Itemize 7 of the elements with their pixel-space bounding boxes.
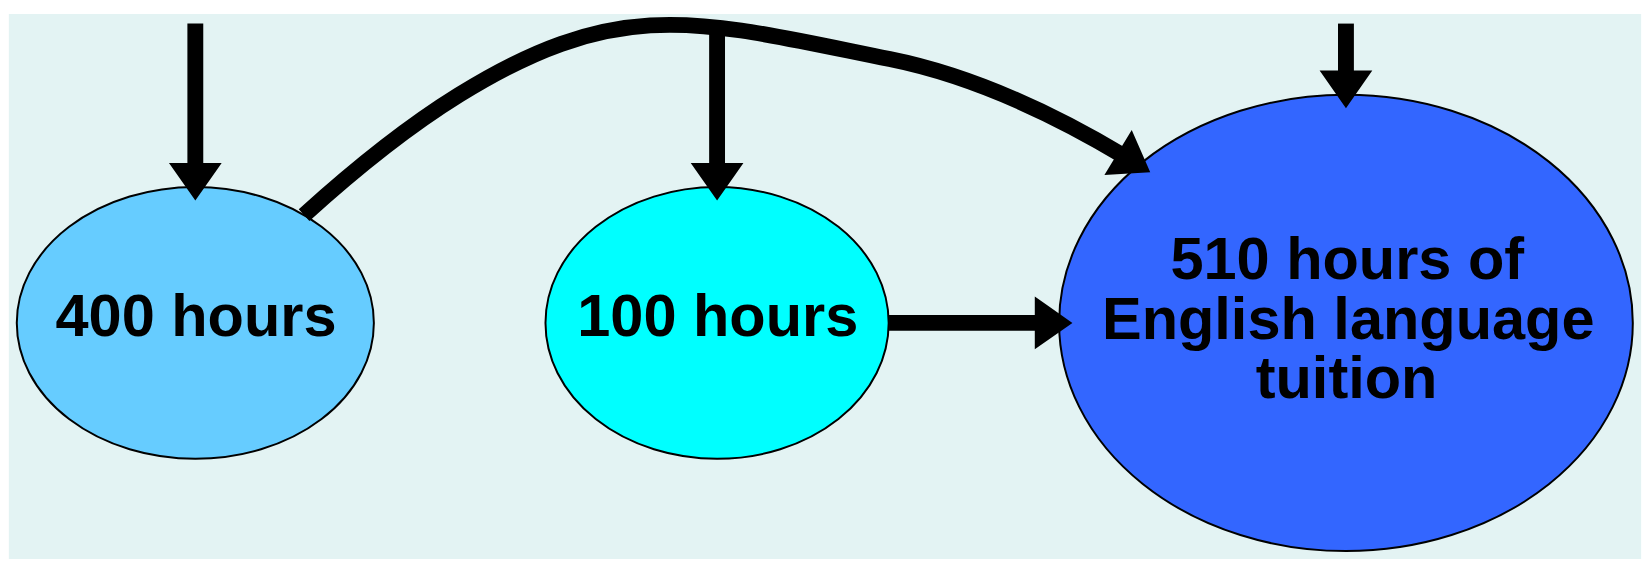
arrow bbox=[298, 16, 1151, 221]
arrow bbox=[168, 23, 222, 201]
arrow bbox=[1319, 23, 1373, 108]
node-ellipse: 510 hours of English language tuition bbox=[1058, 93, 1634, 552]
node-ellipse: 400 hours bbox=[15, 185, 375, 460]
arrow bbox=[889, 296, 1073, 349]
node-ellipse: 100 hours bbox=[544, 185, 890, 460]
